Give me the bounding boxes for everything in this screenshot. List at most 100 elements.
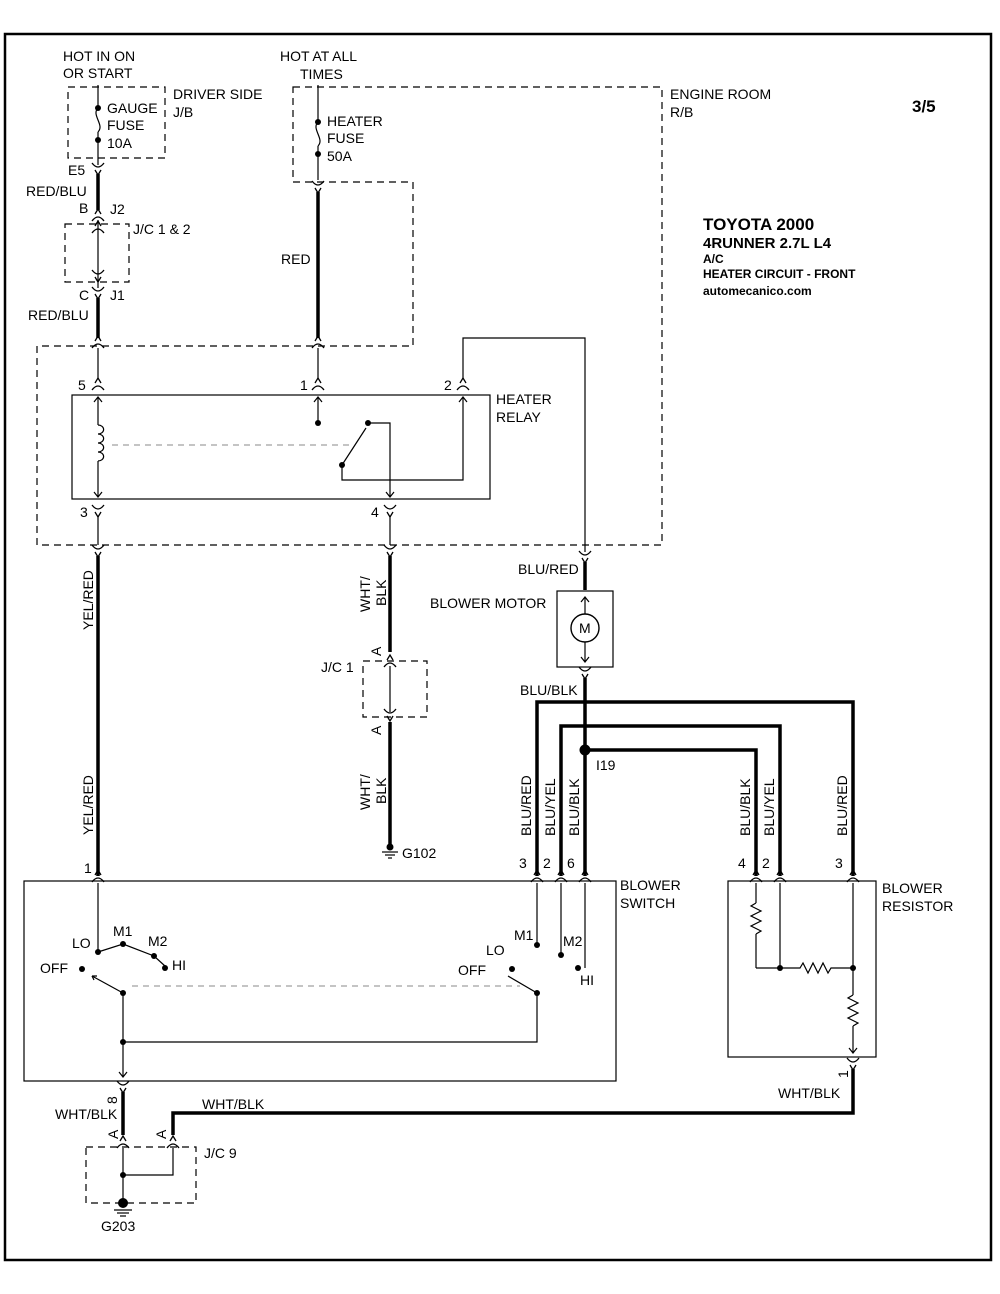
connector-e5: E5 (68, 162, 85, 178)
connector-icon (91, 377, 105, 391)
driver-jb-label-1: DRIVER SIDE (173, 86, 262, 102)
jc9-connector-a-left: A (105, 1129, 121, 1139)
switch-pin-8: 8 (104, 1096, 120, 1104)
jc1-box (362, 660, 428, 718)
blower-switch-label-1: BLOWER (620, 877, 681, 893)
blower-resistor-label-1: BLOWER (882, 880, 943, 896)
ground-icon (114, 1198, 132, 1217)
wire-label-yel-red-2: YEL/RED (80, 775, 96, 835)
connector-icon (91, 544, 105, 558)
switch-pin-3: 3 (519, 855, 527, 871)
rb-internal-wire-to-motor (462, 337, 586, 552)
switch-left-lo: LO (72, 935, 91, 951)
page-border (3, 32, 993, 1262)
relay-pin-4: 4 (371, 504, 379, 520)
connector-icon (578, 666, 592, 680)
motor-icon (570, 596, 600, 663)
connector-icon (383, 504, 397, 518)
jc9-label: J/C 9 (204, 1145, 237, 1161)
engine-rb-label-2: R/B (670, 104, 693, 120)
connector-icon (456, 377, 470, 391)
hot-on-start-line2: OR START (63, 65, 133, 81)
connector-icon (116, 1080, 130, 1094)
connector-icon (311, 180, 325, 194)
wire-label-blu-blk-sw: BLU/BLK (566, 778, 582, 836)
wire-label-wht-blk-2b: BLK (373, 777, 389, 804)
title-system: A/C (703, 252, 724, 266)
hot-on-start-line1: HOT IN ON (63, 48, 135, 64)
jc1-connector-a-bottom: A (368, 725, 384, 735)
blower-switch-label-2: SWITCH (620, 895, 675, 911)
engine-rb-label-1: ENGINE ROOM (670, 86, 771, 102)
wire-label-blu-red-motor: BLU/RED (518, 561, 579, 577)
connector-c: C (79, 287, 89, 303)
wire-label-blu-blk-motor: BLU/BLK (520, 682, 578, 698)
wire-label-blu-blk-res: BLU/BLK (737, 778, 753, 836)
connector-icon (383, 544, 397, 558)
connector-icon (578, 550, 592, 564)
title-model: 4RUNNER 2.7L L4 (703, 235, 832, 252)
wire-wht-blk-resistor-ground (171, 1069, 855, 1135)
switch-pin-1: 1 (84, 860, 92, 876)
switch-pin-6: 6 (567, 855, 575, 871)
wire-label-blu-red-sw: BLU/RED (518, 775, 534, 836)
connector-j1: J1 (110, 287, 125, 303)
connector-j2: J2 (110, 201, 125, 217)
gauge-fuse-label-2: FUSE (107, 117, 144, 133)
jc1-label: J/C 1 (321, 659, 354, 675)
connector-b: B (79, 200, 88, 216)
connector-icon (91, 504, 105, 518)
switch-right-hi: HI (580, 972, 594, 988)
jc9-bus (123, 1148, 174, 1176)
heater-fuse-label-3: 50A (327, 148, 353, 164)
wire-blu-blk-branch (585, 748, 758, 876)
heater-fuse-icon (315, 85, 321, 180)
ground-icon (382, 843, 398, 859)
wire-label-blu-yel-sw: BLU/YEL (542, 778, 558, 836)
wire-label-wht-blk-2a: WHT/ (357, 774, 373, 810)
page-number: 3/5 (912, 97, 936, 116)
relay-switch-icon (313, 396, 468, 498)
jc9-connector-a-right: A (153, 1129, 169, 1139)
ground-g102: G102 (402, 845, 436, 861)
relay-pin-5: 5 (78, 377, 86, 393)
wire-blu-red-loop (535, 700, 855, 876)
wire-label-red: RED (281, 251, 311, 267)
wire-label-blu-red-res: BLU/RED (834, 775, 850, 836)
connector-icon (91, 208, 105, 222)
resistor-pin-1: 1 (835, 1070, 851, 1078)
gauge-fuse-icon (95, 85, 101, 165)
wire-label-red-blu-1: RED/BLU (26, 183, 87, 199)
engine-rb-box (36, 86, 663, 546)
jc12-label: J/C 1 & 2 (133, 221, 191, 237)
gauge-fuse-label-1: GAUGE (107, 100, 158, 116)
switch-section-left (79, 883, 168, 1078)
wire-label-red-blu-2: RED/BLU (28, 307, 89, 323)
wire-label-blu-yel-res: BLU/YEL (761, 778, 777, 836)
switch-right-m1: M1 (514, 927, 534, 943)
hot-all-times-line2: TIMES (300, 66, 343, 82)
resistor-pin-3: 3 (835, 855, 843, 871)
title-circuit: HEATER CIRCUIT - FRONT (703, 267, 856, 281)
switch-pin-2: 2 (543, 855, 551, 871)
jc9-box (85, 1146, 197, 1204)
blower-resistor-label-2: RESISTOR (882, 898, 953, 914)
blower-switch-box (23, 880, 617, 1082)
title-website: automecanico.com (703, 284, 812, 298)
switch-left-hi: HI (172, 957, 186, 973)
driver-jb-box (67, 86, 166, 159)
switch-right-m2: M2 (563, 933, 583, 949)
resistor-icon (749, 883, 860, 1054)
resistor-pin-2: 2 (762, 855, 770, 871)
ground-g203: G203 (101, 1218, 135, 1234)
heater-fuse-label-2: FUSE (327, 130, 364, 146)
wire-label-wht-blk-1b: BLK (373, 579, 389, 606)
relay-pin-3: 3 (80, 504, 88, 520)
motor-symbol: M (579, 620, 591, 636)
wire-blu-yel-loop (559, 724, 782, 876)
switch-left-m1: M1 (113, 923, 133, 939)
jc1-connector-a-top: A (368, 646, 384, 656)
relay-pin-1: 1 (300, 377, 308, 393)
driver-jb-label-2: J/B (173, 104, 193, 120)
heater-fuse-label-1: HEATER (327, 113, 383, 129)
